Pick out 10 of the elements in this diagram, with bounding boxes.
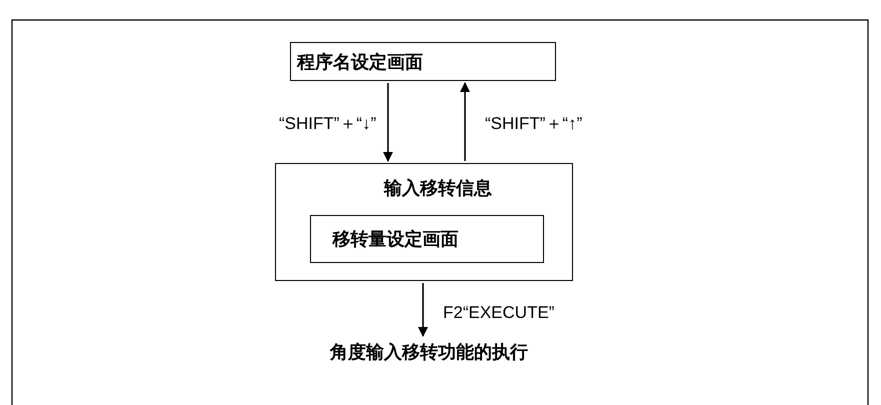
screen-box xyxy=(310,214,544,262)
arrow xyxy=(383,83,393,162)
arrow xyxy=(460,82,470,161)
screen-box xyxy=(275,163,573,281)
result-text: 角度输入移转功能的执行 xyxy=(330,341,528,364)
screen-title: 输入移转信息 xyxy=(384,177,492,200)
arrow xyxy=(418,283,428,337)
screen-title: 移转量设定画面 xyxy=(332,228,458,250)
screen-box xyxy=(290,42,556,81)
screen-title: 程序名设定画面 xyxy=(297,51,423,74)
